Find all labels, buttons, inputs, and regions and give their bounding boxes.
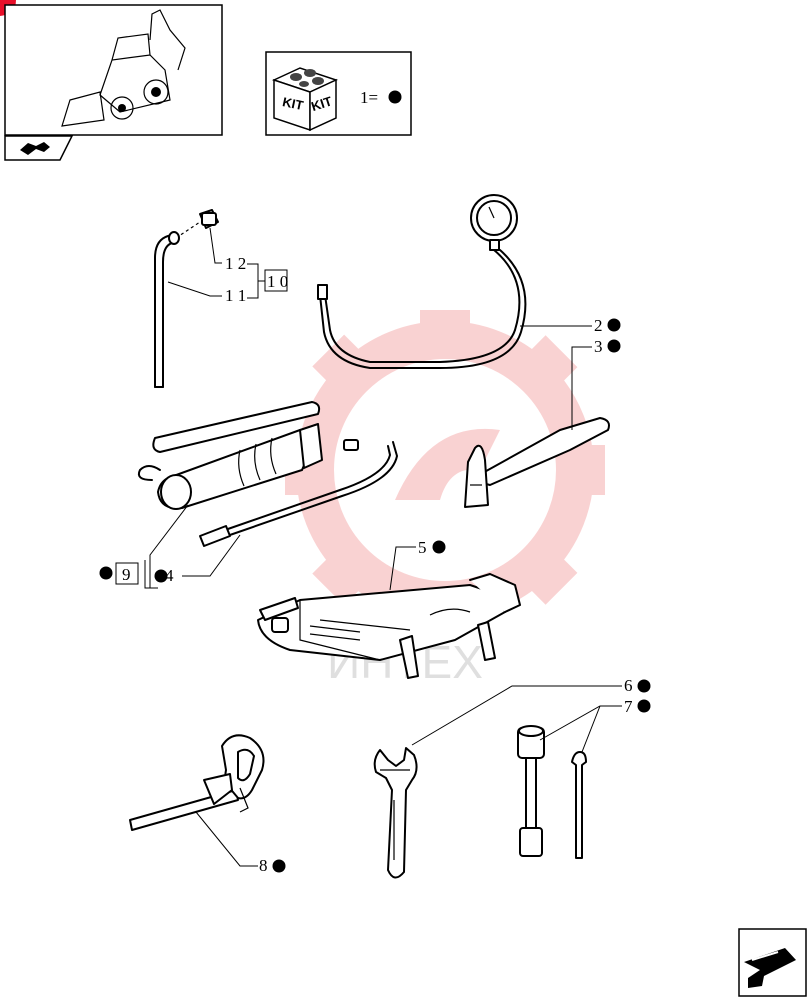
- kit-box-icon: KIT KIT: [271, 67, 339, 132]
- label-4: 4: [165, 566, 174, 585]
- part-pressure-gauge: [317, 194, 527, 369]
- part-pipe-assembly: [154, 209, 219, 388]
- label-9: 9: [122, 565, 131, 584]
- part-spanner-bar: [464, 417, 610, 508]
- label-6-dot-icon: [637, 679, 651, 693]
- page-back-arrow-icon: [20, 142, 50, 155]
- label-6: 6: [624, 676, 633, 695]
- part-socket-wrench: [517, 725, 587, 859]
- kit-label-left: KIT: [281, 94, 305, 113]
- label-7: 7: [624, 697, 633, 716]
- label-3-dot-icon: [607, 339, 621, 353]
- kit-dot-icon: [388, 90, 402, 104]
- label-8-dot-icon: [272, 859, 286, 873]
- label-8: 8: [259, 856, 268, 875]
- label-11: 1 1: [225, 286, 246, 305]
- label-2: 2: [594, 316, 603, 335]
- watermark-gear-icon: [285, 310, 605, 630]
- label-2-dot-icon: [607, 318, 621, 332]
- label-4-dot-icon: [154, 569, 168, 583]
- label-7-dot-icon: [637, 699, 651, 713]
- thumbnail-panel: [4, 4, 223, 136]
- part-adjustable-wrench: [373, 747, 418, 879]
- label-9-box: [115, 562, 139, 585]
- label-10-box: [264, 269, 288, 292]
- part-grease-gun: [137, 401, 398, 547]
- part-clamp-bar: [129, 734, 265, 831]
- label-3: 3: [594, 337, 603, 356]
- backhoe-loader-icon: [61, 9, 186, 127]
- label-5-dot-icon: [432, 540, 446, 554]
- kit-label-right: KIT: [309, 93, 334, 114]
- kit-legend-text: 1=: [360, 88, 378, 107]
- label-9-dot-icon: [99, 566, 113, 580]
- label-5: 5: [418, 538, 427, 557]
- page-back-tab[interactable]: [4, 135, 74, 161]
- label-12: 1 2: [225, 254, 246, 273]
- label-10: 1 0: [267, 272, 288, 291]
- kit-legend-panel: KIT KIT 1=: [265, 51, 412, 136]
- part-tool-bag: [257, 573, 521, 679]
- next-page-button[interactable]: [738, 928, 807, 997]
